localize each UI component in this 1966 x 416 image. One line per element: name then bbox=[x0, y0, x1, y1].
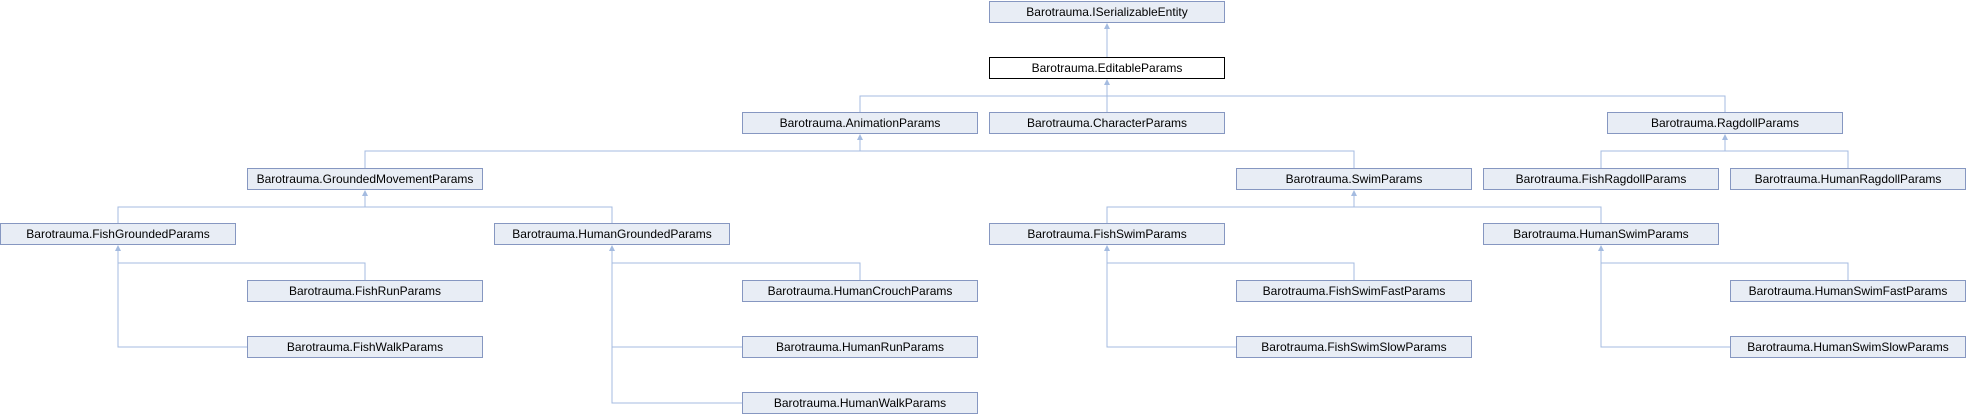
arrow-head-iserializable_entity bbox=[1104, 23, 1110, 29]
node-human-swim-slow-params[interactable]: Barotrauma.HumanSwimSlowParams bbox=[1730, 336, 1966, 358]
edge-animation_params-to-editable_params bbox=[859, 82, 1108, 112]
edge-human_crouch_params-to-human_grounded_params bbox=[611, 248, 861, 280]
edge-fish_ragdoll_params-to-ragdoll_params bbox=[1600, 137, 1726, 168]
node-human-crouch-params[interactable]: Barotrauma.HumanCrouchParams bbox=[742, 280, 978, 302]
node-human-swim-fast-params[interactable]: Barotrauma.HumanSwimFastParams bbox=[1730, 280, 1966, 302]
edge-human_ragdoll_params-to-ragdoll_params bbox=[1724, 137, 1849, 168]
node-fish-swim-fast-params[interactable]: Barotrauma.FishSwimFastParams bbox=[1236, 280, 1472, 302]
node-grounded-movement-params[interactable]: Barotrauma.GroundedMovementParams bbox=[247, 168, 483, 190]
node-animation-params[interactable]: Barotrauma.AnimationParams bbox=[742, 112, 978, 134]
edge-fish_grounded_params-to-grounded_movement_params bbox=[117, 193, 366, 223]
edge-human_grounded_params-to-grounded_movement_params bbox=[364, 193, 613, 223]
edge-human_swim_slow_params-to-human_swim_params bbox=[1600, 248, 1730, 348]
edge-fish_swim_fast_params-to-fish_swim_params bbox=[1106, 248, 1355, 280]
edge-human_walk_params-to-human_grounded_params bbox=[611, 248, 742, 404]
node-swim-params[interactable]: Barotrauma.SwimParams bbox=[1236, 168, 1472, 190]
node-fish-swim-params[interactable]: Barotrauma.FishSwimParams bbox=[989, 223, 1225, 245]
node-fish-walk-params[interactable]: Barotrauma.FishWalkParams bbox=[247, 336, 483, 358]
node-fish-ragdoll-params[interactable]: Barotrauma.FishRagdollParams bbox=[1483, 168, 1719, 190]
node-human-swim-params[interactable]: Barotrauma.HumanSwimParams bbox=[1483, 223, 1719, 245]
edge-human_swim_params-to-swim_params bbox=[1353, 193, 1602, 223]
edge-fish_walk_params-to-fish_grounded_params bbox=[117, 248, 247, 348]
edge-human_swim_fast_params-to-human_swim_params bbox=[1600, 248, 1849, 280]
node-editable-params-current: Barotrauma.EditableParams bbox=[989, 57, 1225, 79]
edge-grounded_movement_params-to-animation_params bbox=[364, 137, 861, 168]
node-human-grounded-params[interactable]: Barotrauma.HumanGroundedParams bbox=[494, 223, 730, 245]
node-ragdoll-params[interactable]: Barotrauma.RagdollParams bbox=[1607, 112, 1843, 134]
node-fish-run-params[interactable]: Barotrauma.FishRunParams bbox=[247, 280, 483, 302]
node-human-walk-params[interactable]: Barotrauma.HumanWalkParams bbox=[742, 392, 978, 414]
edge-fish_swim_slow_params-to-fish_swim_params bbox=[1106, 248, 1236, 348]
node-iserializable-entity[interactable]: Barotrauma.ISerializableEntity bbox=[989, 1, 1225, 23]
node-human-ragdoll-params[interactable]: Barotrauma.HumanRagdollParams bbox=[1730, 168, 1966, 190]
node-human-run-params[interactable]: Barotrauma.HumanRunParams bbox=[742, 336, 978, 358]
node-fish-swim-slow-params[interactable]: Barotrauma.FishSwimSlowParams bbox=[1236, 336, 1472, 358]
edge-fish_swim_params-to-swim_params bbox=[1106, 193, 1355, 223]
edge-fish_run_params-to-fish_grounded_params bbox=[117, 248, 366, 280]
edge-ragdoll_params-to-editable_params bbox=[1106, 82, 1726, 112]
node-character-params[interactable]: Barotrauma.CharacterParams bbox=[989, 112, 1225, 134]
node-fish-grounded-params[interactable]: Barotrauma.FishGroundedParams bbox=[0, 223, 236, 245]
edge-swim_params-to-animation_params bbox=[859, 137, 1355, 168]
